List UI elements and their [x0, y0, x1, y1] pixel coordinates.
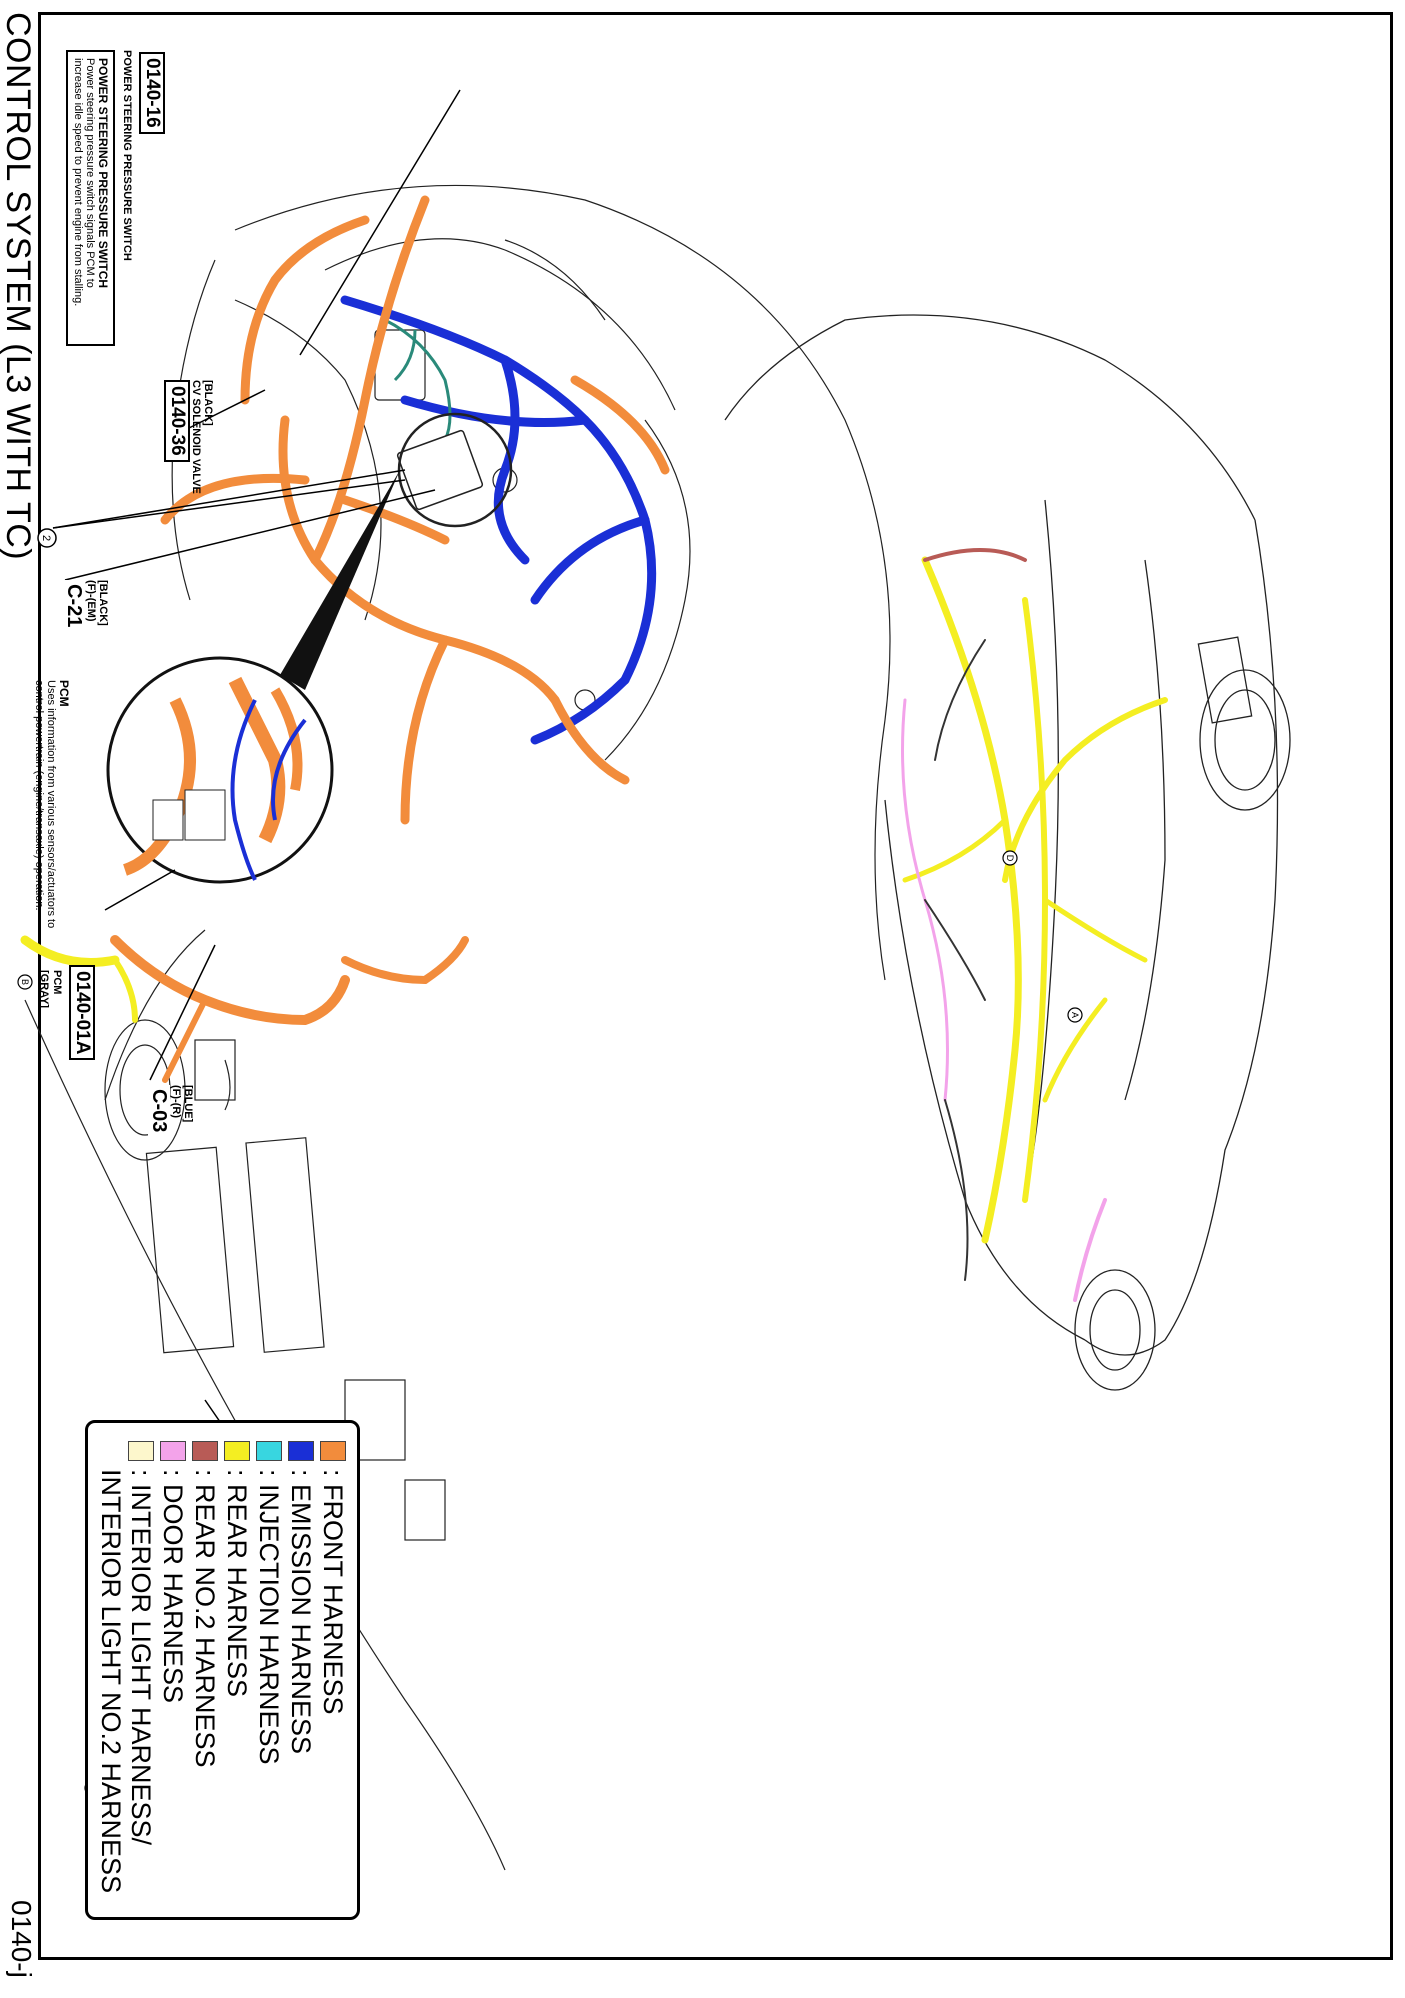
leader-lines: [52, 89, 461, 1481]
pcm-color-note: [GRAY]: [38, 970, 50, 1009]
legend-swatch: [288, 1441, 314, 1461]
injection-harness-lines: [384, 318, 452, 441]
legend-swatch: [192, 1441, 218, 1461]
marker-circle-2: 2: [37, 528, 57, 548]
legend-item-front: : FRONT HARNESS: [318, 1441, 349, 1715]
legend-label: : FRONT HARNESS: [318, 1469, 349, 1715]
cv-valve-label: CV SOLENOID VALVE: [190, 380, 202, 494]
legend-label: : INTERIOR LIGHT HARNESS/: [126, 1469, 157, 1846]
legend-label: : REAR NO.2 HARNESS: [190, 1469, 221, 1768]
marker-a-text: A: [1070, 1012, 1080, 1018]
c21-line1: (F)-(EM): [85, 580, 97, 622]
c03-code: C-03: [148, 1085, 170, 1137]
legend-item-door: : DOOR HARNESS: [158, 1441, 189, 1704]
ps-switch-heading: POWER STEERING PRESSURE SWITCH: [96, 58, 110, 289]
rear-harness-lines: [901, 548, 1168, 1302]
legend-item-rear-no2: : REAR NO.2 HARNESS: [190, 1441, 221, 1768]
front-harness-lines: [160, 195, 670, 825]
marker-b-text: B: [20, 979, 30, 985]
pcm-module: [396, 412, 513, 528]
ps-switch-code-tag: 0140-16: [139, 52, 165, 134]
legend-item-rear: : REAR HARNESS: [222, 1441, 253, 1698]
ps-switch-line1: Power steering pressure switch signals P…: [84, 58, 96, 288]
ps-switch-line2: increase idle speed to prevent engine fr…: [72, 58, 84, 307]
legend-label: : DOOR HARNESS: [158, 1469, 189, 1704]
legend-swatch: [256, 1441, 282, 1461]
c03-line2: [BLUE]: [182, 1085, 194, 1123]
ps-switch-part-label: POWER STEERING PRESSURE SWITCH: [121, 50, 133, 261]
legend-label: : REAR HARNESS: [222, 1469, 253, 1698]
emission-harness-lines: [340, 295, 657, 745]
legend-swatch: [320, 1441, 346, 1461]
c03-line1: (F)-(R): [170, 1085, 182, 1118]
c21-code: C-21: [63, 580, 85, 632]
page-code: 0140-j: [6, 1900, 37, 1978]
marker-d-text: D: [1005, 855, 1015, 862]
legend-swatch: [128, 1441, 154, 1461]
legend-label: INTERIOR LIGHT NO.2 HARNESS: [96, 1469, 127, 1894]
pcm-code-tag: 0140-01A: [69, 965, 95, 1061]
pcm-detail-zoom: [106, 470, 400, 884]
car-body-drawing: [724, 314, 1291, 1391]
cv-valve-color: [BLACK]: [202, 380, 214, 426]
legend-swatch: [224, 1441, 250, 1461]
marker-2-text: 2: [40, 535, 52, 541]
legend-item-interior-light: : INTERIOR LIGHT HARNESS/: [126, 1441, 157, 1846]
legend-swatch: [160, 1441, 186, 1461]
harness-legend: : FRONT HARNESS : EMISSION HARNESS : INJ…: [85, 1420, 360, 1920]
legend-label: : INJECTION HARNESS: [254, 1469, 285, 1765]
marker-circle-b: B: [17, 974, 33, 990]
legend-item-emission: : EMISSION HARNESS: [286, 1441, 317, 1755]
pcm-heading: PCM: [57, 680, 71, 707]
c21-line2: [BLACK]: [97, 580, 109, 626]
legend-item-interior-light-no2: INTERIOR LIGHT NO.2 HARNESS: [96, 1469, 127, 1894]
cv-valve-code-tag: 0140-36: [164, 380, 190, 462]
pcm-line2: control powertrain (engine/transaxle) op…: [33, 680, 45, 911]
legend-label: : EMISSION HARNESS: [286, 1469, 317, 1755]
pcm-part-label: PCM: [51, 970, 63, 995]
pcm-line1: Uses information from various sensors/ac…: [45, 680, 57, 929]
marker-circle-d: D: [1002, 850, 1018, 866]
ps-switch-callout: POWER STEERING PRESSURE SWITCH Power ste…: [66, 50, 115, 346]
legend-item-injection: : INJECTION HARNESS: [254, 1441, 285, 1765]
page-title: CONTROL SYSTEM (L3 WITH TC): [0, 12, 37, 561]
pcm-callout: PCM Uses information from various sensor…: [33, 680, 71, 970]
